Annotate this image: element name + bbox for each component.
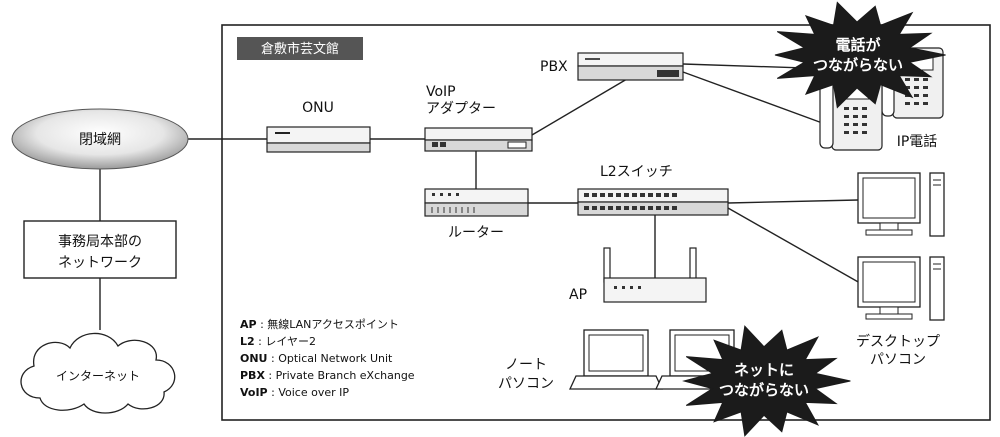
- connection-lines: [99, 63, 896, 330]
- router-label: ルーター: [448, 225, 504, 241]
- notebook-label-2: パソコン: [498, 376, 554, 392]
- pbx-device: [577, 52, 684, 81]
- site-name-tag: [237, 37, 363, 60]
- internet-label: インターネット: [56, 369, 140, 383]
- legend-item: L2 : レイヤー2: [240, 335, 316, 348]
- desktop-pc-1: [857, 172, 945, 237]
- net-callout-line-1: ネットに: [734, 361, 794, 379]
- abbreviation-legend: AP : 無線LANアクセスポイント L2 : レイヤー2 ONU : Opti…: [240, 317, 415, 399]
- closed-network-ellipse: [11, 108, 189, 170]
- line-voip-pbx: [531, 78, 628, 136]
- notebook-pc-1: [568, 329, 664, 390]
- ip-phone-label: IP電話: [897, 133, 938, 150]
- voip-adapter-label-2: アダプター: [426, 101, 496, 117]
- l2-switch-label: L2スイッチ: [600, 164, 673, 180]
- voip-adapter-label-1: VoIP: [426, 84, 456, 100]
- router-device: [424, 188, 529, 217]
- hq-network-box: [23, 220, 177, 279]
- internet-cloud: [20, 332, 176, 414]
- legend-item: AP : 無線LANアクセスポイント: [240, 317, 399, 331]
- line-switch-desktop2: [727, 207, 861, 284]
- phone-callout-line-1: 電話が: [835, 36, 881, 54]
- legend-item: PBX : Private Branch eXchange: [240, 369, 415, 382]
- desktop-label-2: パソコン: [870, 352, 926, 368]
- hq-network-label-1: 事務局本部の: [58, 234, 142, 250]
- legend-item: VoIP : Voice over IP: [240, 386, 349, 399]
- net-trouble-callout: ネットに つながらない: [682, 325, 851, 437]
- onu-device: [266, 126, 371, 153]
- line-pbx-phone2: [682, 71, 826, 125]
- net-callout-line-2: つながらない: [719, 381, 809, 399]
- site-name: 倉敷市芸文館: [261, 41, 339, 57]
- onu-label: ONU: [302, 100, 334, 116]
- phone-trouble-callout: 電話が つながらない: [774, 1, 946, 109]
- notebook-label-1: ノート: [505, 357, 547, 373]
- site-boundary: [221, 24, 991, 421]
- ap-device: [603, 247, 707, 303]
- l2-switch-device: [577, 188, 729, 216]
- pbx-label: PBX: [540, 59, 568, 75]
- voip-adapter-device: [424, 127, 533, 152]
- desktop-label-1: デスクトップ: [856, 333, 940, 350]
- ap-label: AP: [569, 287, 587, 303]
- line-switch-desktop1: [727, 199, 859, 204]
- phone-callout-line-2: つながらない: [813, 56, 903, 74]
- hq-network-label-2: ネットワーク: [58, 255, 142, 271]
- closed-network-label: 閉域網: [79, 132, 121, 148]
- desktop-pc-2: [857, 256, 945, 321]
- legend-item: ONU : Optical Network Unit: [240, 352, 393, 365]
